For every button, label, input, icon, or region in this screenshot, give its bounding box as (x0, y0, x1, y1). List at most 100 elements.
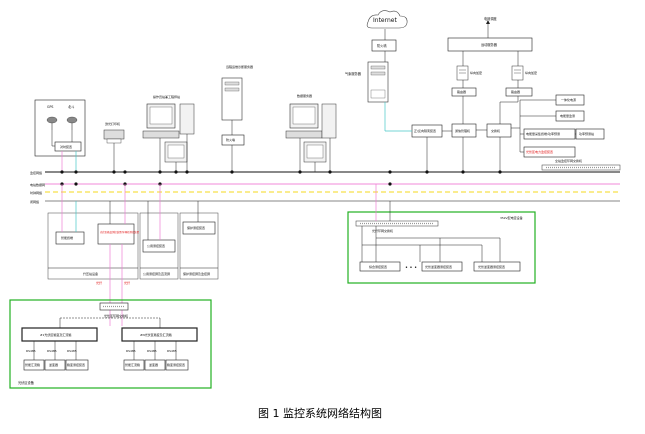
computer-icon-data-2 (303, 141, 327, 163)
inv-meas-b-label: 光伏逆变器测控装置 (478, 264, 505, 269)
gps-label: GPS (47, 105, 53, 109)
remote-diag-label: 远程运维诊断服务器 (226, 64, 253, 69)
dist-eq-box (555, 94, 585, 106)
mid-panel-b-box (182, 221, 216, 235)
sync-clock-label: 对时装置 (60, 144, 72, 149)
left-station-panel (47, 212, 139, 280)
pw-station-box (575, 128, 605, 140)
weather-server-label: 气象服务器 (345, 71, 362, 76)
firewall-mid-box (221, 134, 245, 146)
dev-a2-label: 逆变器 (49, 362, 58, 367)
comm-manager-box (451, 123, 477, 138)
dist-eq-label: 一体化电源 (561, 97, 576, 102)
left-red-box (97, 223, 135, 245)
dev-a2-box (44, 359, 66, 371)
right-function-links (511, 99, 576, 153)
mid-panel-b-foot: 保护测控屏及监控屏 (183, 271, 210, 276)
red-box-label: 光伏区电力监控装置 (526, 149, 553, 154)
isolator-a-label: 纵向加密 (470, 70, 482, 75)
beidou-label: 北斗 (68, 104, 74, 109)
switch-box (486, 123, 512, 138)
pw-station-label: 功率预测站 (579, 131, 594, 136)
fiber-net-bar (355, 220, 439, 227)
isolator-b-label: 纵向加密 (525, 70, 537, 75)
isolation-label: 正/反向隔离装置 (414, 128, 436, 133)
dev-b1-label: 智能汇流箱 (125, 362, 140, 367)
comp-meas-label: 综合测控装置 (369, 264, 387, 269)
comp-meas-box (359, 261, 401, 272)
firewall-top-box (371, 39, 397, 52)
inv-meas-b-box (473, 261, 521, 272)
dev-b2-box (144, 359, 166, 371)
dev-a1-box (23, 359, 45, 371)
encryption-icon-a (456, 65, 469, 81)
dev-b2-label: 逆变器 (149, 362, 158, 367)
router-b-box (505, 87, 533, 97)
inv-meas-a-box (421, 261, 463, 272)
firewall-mid-label: 防火墙 (226, 137, 235, 142)
dev-b3-label: 箱变测控装置 (167, 362, 185, 367)
remote-server-label: 远动服务器 (481, 42, 498, 47)
printer-label: 激光打印机 (105, 121, 120, 126)
left-red-label: 光伏区箱变测控装置/环网柜测控装置 (100, 230, 140, 234)
inverter-group-a-label: #1光伏区箱变及汇流箱 (40, 332, 71, 337)
fiber-a-label: 光纤 (96, 280, 102, 285)
satellite-dish-icon-a (46, 116, 58, 130)
bus-label-4: 闭网络 (30, 199, 39, 204)
weather-server (367, 61, 389, 103)
protect-info-box (523, 128, 576, 140)
mid-panel-b-label: 保护测控装置 (187, 225, 205, 230)
dots-label: • • • (405, 265, 417, 271)
data-server-label: 数据服务器 (297, 93, 312, 98)
red-box (523, 146, 576, 158)
fiber-net-label: 光纤环网交换机 (372, 228, 393, 233)
rs485-label-2: RS485 (47, 349, 57, 353)
bus-label-2: 电站数据网 (30, 182, 45, 187)
rs485-label-5: RS485 (147, 349, 157, 353)
switchroom-title: 35kV配电室设备 (500, 215, 523, 220)
dev-a3-label: 箱变测控装置 (67, 362, 85, 367)
pv-area-label: 光伏区设备 (18, 380, 35, 385)
router-a-label: 路由器 (457, 89, 466, 94)
internet-label: Internet (373, 17, 397, 24)
router-b-label: 路由器 (511, 89, 520, 94)
firewall-top-label: 防火墙 (377, 43, 387, 48)
bus-labels: 监控网络 电站数据网 时钟网络 闭网络 (30, 170, 45, 204)
mid-panel-a-box (142, 239, 176, 253)
rs485-label-4: RS485 (126, 349, 136, 353)
internet-cloud: Internet (366, 10, 408, 29)
rs485-label-3: RS485 (67, 349, 77, 353)
router-a-box (451, 87, 477, 97)
rs485-label-1: RS485 (26, 349, 36, 353)
gen-mon-label: 电能量监测 (560, 113, 575, 118)
dev-a1-label: 智能汇流箱 (25, 362, 40, 367)
left-panel-foot: 升压站设备 (83, 271, 98, 276)
pv-device-links (33, 341, 177, 360)
fiber-b-label: 光纤 (124, 280, 130, 285)
computer-icon-operator (142, 103, 195, 139)
inverter-group-b-box (121, 327, 198, 342)
ring-switch-label: 全站监控环网交换机 (555, 158, 582, 163)
rs485-label-6: RS485 (167, 349, 177, 353)
switch-label: 交换机 (491, 128, 500, 133)
server-icon-diag (221, 77, 243, 121)
smart-terminal-box (55, 231, 85, 245)
operator-ws-label: 操作员站兼工程师站 (153, 94, 180, 99)
bus-nodes (60, 170, 502, 186)
switchroom-frame (347, 211, 536, 284)
bottom-hub-label: 光伏区环网交换机 (104, 313, 128, 318)
dev-b1-box (123, 359, 145, 371)
inverter-group-a-box (21, 327, 98, 342)
dev-b3-box (165, 359, 189, 371)
dev-a3-box (65, 359, 89, 371)
protect-info-label: 电能量采集终端/功率预测 (526, 131, 560, 136)
mid-panel-a-foot: 公用测控屏及直流屏 (143, 271, 170, 276)
bus-label-1: 监控网络 (30, 170, 42, 175)
computer-icon-operator-2 (164, 141, 188, 163)
inverter-group-b-label: #N光伏区箱变及汇流箱 (140, 332, 172, 337)
computer-icon-data (285, 103, 337, 139)
mid-panel-a-label: 公用测控装置 (147, 243, 165, 248)
left-red-text: 光伏区箱变测控装置/环网柜测控装置 (100, 230, 140, 234)
figure-caption: 图 1 监控系统网络结构图 (258, 406, 382, 420)
